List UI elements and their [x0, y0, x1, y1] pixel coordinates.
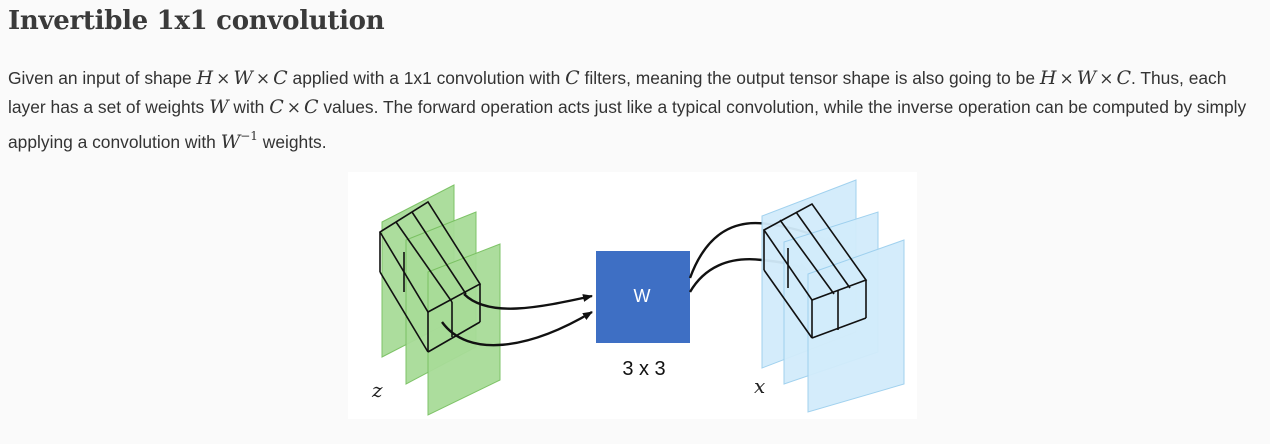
math-times: × — [1059, 69, 1074, 89]
math-var-c: C — [273, 67, 288, 89]
math-var-h: H — [1039, 67, 1057, 89]
math-var-c: C — [269, 96, 284, 118]
output-kernel-cube — [762, 202, 868, 339]
arrow-z-to-w-upper — [463, 293, 593, 310]
input-kernel-cube — [378, 200, 482, 353]
green-plane-front — [427, 243, 501, 416]
blue-plane-front — [807, 239, 905, 413]
text-segment: Given an input of shape — [8, 68, 197, 88]
text-segment: weights. — [257, 132, 327, 152]
math-var-c: C — [565, 67, 580, 89]
math-times: × — [216, 69, 231, 89]
description-paragraph: Given an input of shape H×W×C applied wi… — [8, 64, 1263, 156]
math-var-w: W — [233, 67, 253, 89]
w-weight-block — [596, 251, 690, 343]
arrow-z-to-w-lower — [441, 310, 593, 347]
math-var-w: W — [220, 131, 241, 153]
section-heading: Invertible 1x1 convolution — [8, 6, 385, 36]
text-segment: . Thus, each layer has a set of weights — [8, 68, 1227, 117]
w-block-label: W — [633, 286, 651, 306]
convolution-figure: W 3 x 3 z x — [348, 172, 917, 419]
math-times: × — [286, 98, 301, 118]
math-var-h: H — [196, 67, 214, 89]
math-var-c: C — [303, 96, 319, 118]
z-label: z — [372, 378, 383, 402]
figure-diagram — [378, 179, 905, 416]
text-segment: values. The forward operation acts just … — [8, 97, 1247, 152]
math-var-w: W — [209, 96, 229, 118]
math-var-c: C — [1116, 67, 1132, 89]
output-tensor-x — [761, 179, 905, 413]
math-superscript: −1 — [240, 129, 258, 143]
x-label: x — [754, 374, 766, 398]
math-times: × — [1099, 69, 1114, 89]
text-segment: filters, meaning the output tensor shape… — [579, 68, 1040, 88]
input-arrows — [441, 293, 593, 347]
math-var-w: W — [1076, 67, 1097, 89]
kernel-size-label: 3 x 3 — [622, 358, 666, 380]
input-tensor-z — [378, 184, 501, 416]
text-segment: with — [228, 97, 270, 117]
math-times: × — [255, 69, 271, 89]
text-segment: applied with a 1x1 convolution with — [287, 68, 566, 88]
